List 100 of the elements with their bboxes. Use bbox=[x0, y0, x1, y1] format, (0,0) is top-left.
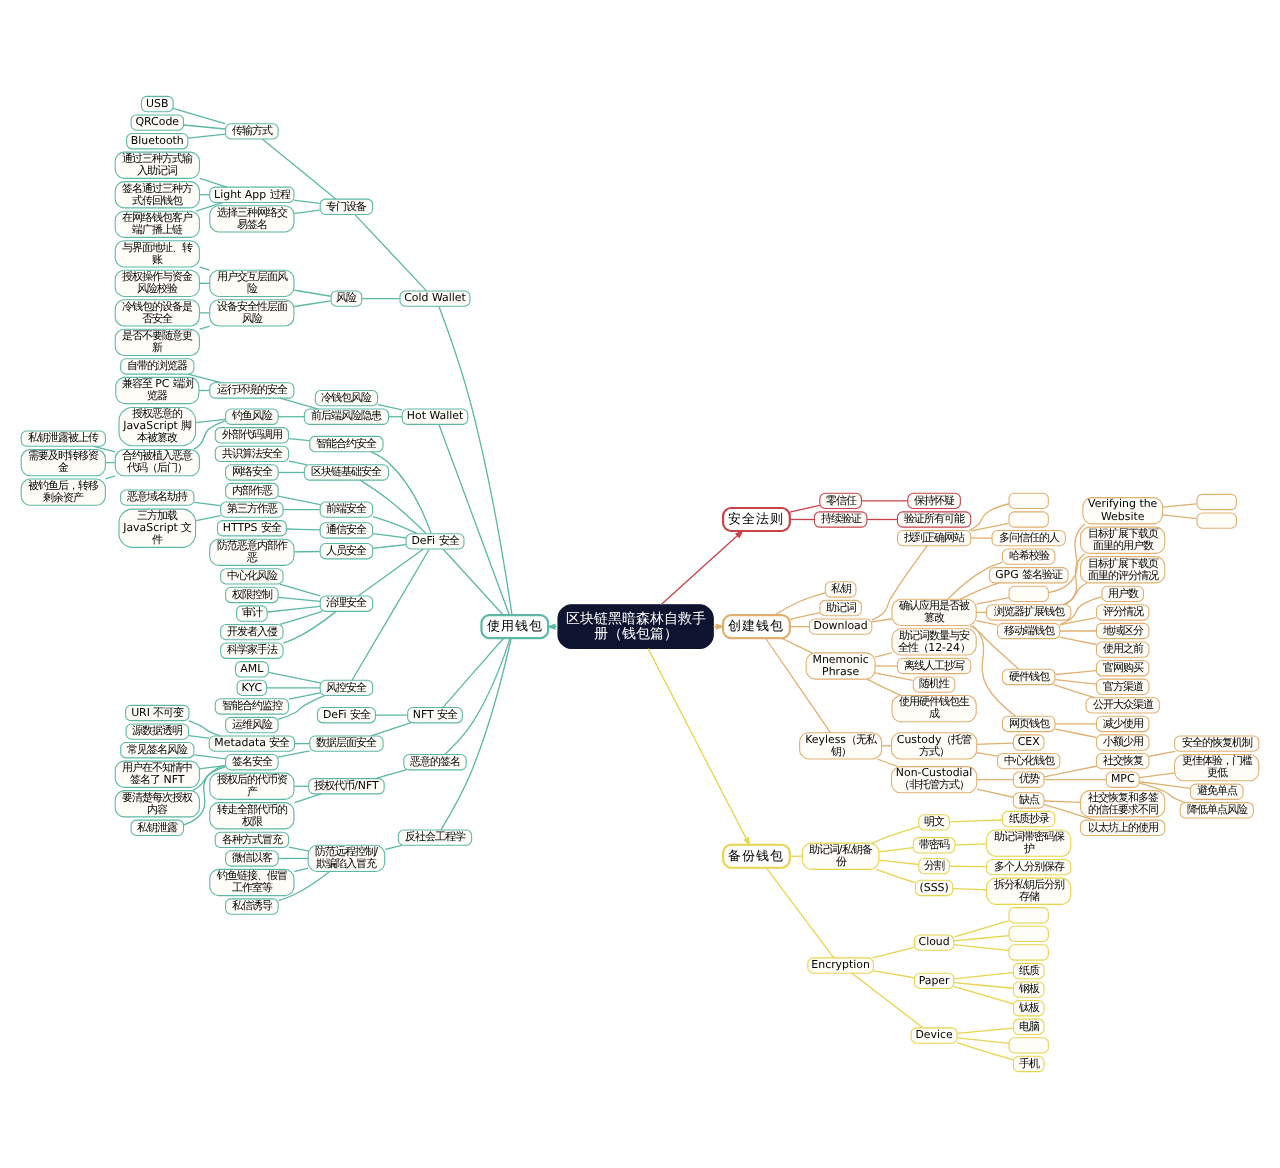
connector bbox=[976, 742, 1014, 745]
connector bbox=[953, 985, 1014, 1005]
connector bbox=[878, 859, 920, 866]
node-box bbox=[1008, 1037, 1049, 1054]
connector bbox=[188, 734, 210, 739]
connector bbox=[871, 825, 920, 844]
connector bbox=[195, 418, 227, 424]
connector bbox=[438, 305, 513, 616]
connector bbox=[953, 943, 1010, 952]
connector bbox=[952, 887, 988, 891]
connector bbox=[277, 596, 321, 602]
connector bbox=[293, 199, 321, 205]
connector bbox=[1054, 723, 1097, 725]
connector bbox=[442, 637, 505, 708]
connector bbox=[789, 518, 815, 521]
connector bbox=[440, 637, 512, 831]
connector bbox=[1052, 684, 1096, 699]
connector bbox=[359, 479, 427, 535]
connector bbox=[193, 501, 222, 507]
connector bbox=[866, 518, 898, 521]
connector bbox=[1138, 782, 1186, 804]
connector bbox=[288, 692, 321, 700]
connector bbox=[874, 665, 899, 667]
node-box bbox=[1008, 585, 1049, 603]
connector bbox=[976, 788, 1014, 798]
connector bbox=[195, 201, 225, 212]
node-box bbox=[1008, 492, 1049, 510]
connector bbox=[288, 846, 309, 852]
connector bbox=[876, 758, 899, 768]
connector bbox=[372, 543, 407, 549]
connector bbox=[261, 138, 337, 200]
connector bbox=[956, 1037, 1010, 1045]
connector bbox=[1138, 772, 1176, 779]
node-box bbox=[1196, 512, 1237, 529]
connector bbox=[277, 870, 331, 902]
connector bbox=[267, 671, 321, 684]
connector bbox=[288, 438, 311, 442]
connector bbox=[1059, 630, 1098, 632]
connector bbox=[954, 843, 987, 846]
connector bbox=[361, 298, 401, 300]
connector bbox=[851, 972, 924, 1029]
connector bbox=[1059, 616, 1098, 626]
connector bbox=[192, 766, 227, 792]
node-box bbox=[1008, 944, 1049, 961]
connector bbox=[968, 503, 1010, 531]
connector bbox=[975, 620, 998, 626]
connector bbox=[199, 764, 226, 770]
connector bbox=[187, 373, 222, 384]
connector bbox=[172, 107, 226, 125]
connector bbox=[377, 404, 403, 411]
connector bbox=[860, 500, 909, 502]
connector bbox=[773, 592, 826, 616]
connector bbox=[444, 637, 511, 756]
connector bbox=[975, 596, 1010, 605]
connector bbox=[874, 652, 893, 658]
connector bbox=[953, 920, 1010, 938]
connector bbox=[976, 779, 1014, 781]
connector bbox=[277, 857, 309, 860]
connector bbox=[277, 416, 305, 418]
arrow bbox=[647, 648, 751, 847]
node-box bbox=[1008, 925, 1049, 943]
connector bbox=[279, 583, 321, 597]
connector bbox=[765, 867, 835, 959]
connector bbox=[279, 610, 323, 625]
connector bbox=[789, 611, 821, 620]
connector bbox=[187, 133, 227, 139]
connector bbox=[277, 694, 326, 721]
connector bbox=[948, 819, 1003, 823]
connector bbox=[188, 720, 221, 737]
connector bbox=[370, 451, 432, 535]
connector bbox=[1059, 596, 1103, 626]
connector bbox=[277, 495, 321, 506]
connector bbox=[93, 445, 116, 453]
connector bbox=[873, 970, 915, 979]
connector bbox=[1148, 750, 1177, 757]
connector bbox=[357, 548, 424, 597]
node-box bbox=[1008, 907, 1049, 924]
connector bbox=[384, 844, 403, 851]
connector bbox=[199, 177, 228, 188]
connector bbox=[956, 1027, 1014, 1035]
connector bbox=[953, 971, 1014, 980]
connector bbox=[976, 752, 999, 757]
connector bbox=[104, 475, 116, 480]
connector bbox=[1059, 636, 1098, 646]
connector bbox=[182, 124, 227, 130]
connector bbox=[1043, 800, 1082, 803]
connector bbox=[199, 325, 211, 330]
connector bbox=[789, 504, 821, 513]
connector bbox=[878, 847, 914, 853]
connector bbox=[953, 935, 1010, 942]
connector bbox=[970, 522, 1010, 532]
connector bbox=[442, 548, 504, 616]
connector bbox=[282, 610, 337, 644]
connector bbox=[372, 533, 407, 539]
connector bbox=[374, 769, 407, 780]
connector bbox=[1043, 765, 1097, 778]
connector bbox=[199, 312, 211, 314]
connector bbox=[266, 605, 321, 613]
connector bbox=[946, 561, 1003, 600]
connector bbox=[293, 793, 322, 804]
